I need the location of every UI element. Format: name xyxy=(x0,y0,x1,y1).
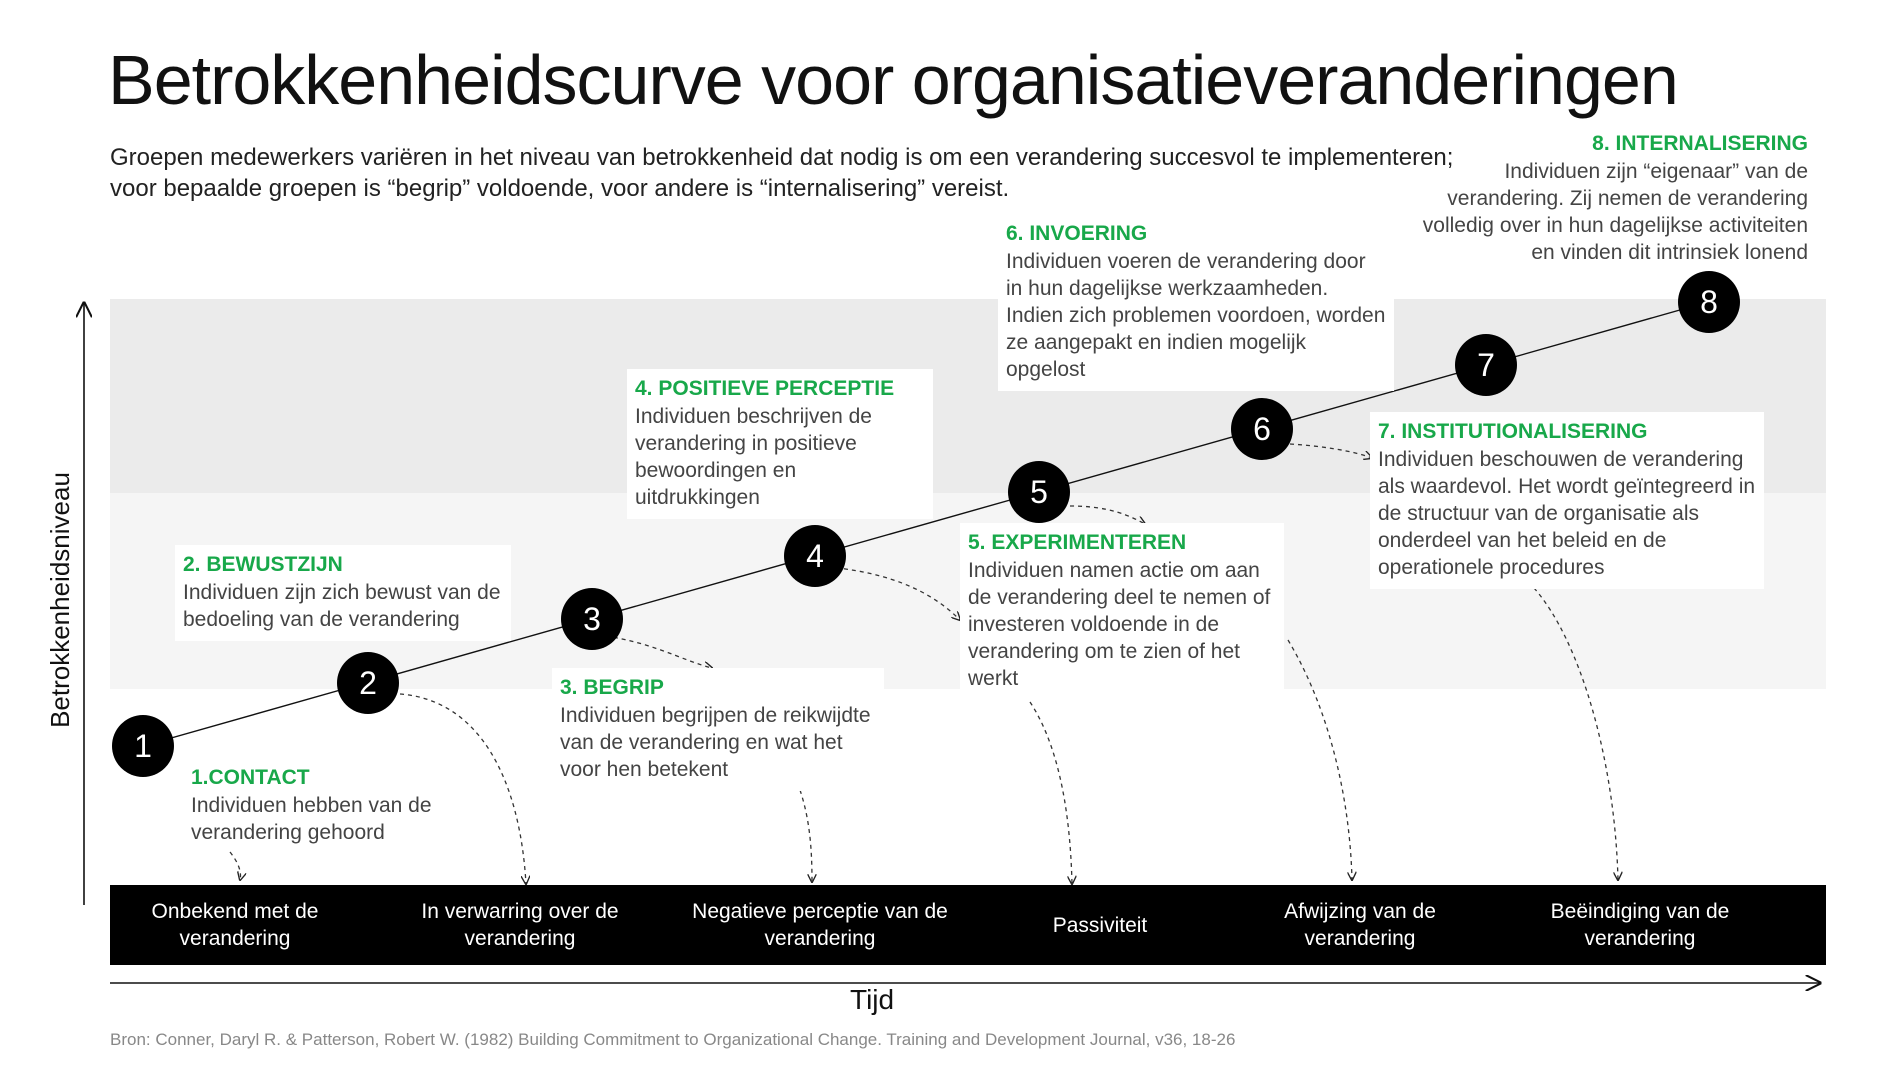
connector-4b xyxy=(1029,701,1072,884)
page-title: Betrokkenheidscurve voor organisatievera… xyxy=(108,41,1679,119)
stage-6-text: Individuen voeren de verandering door in… xyxy=(1006,250,1386,381)
outcome-bar: Onbekend met de verandering In verwarrin… xyxy=(110,885,1826,965)
outcome-6: Beëindiging van de verandering xyxy=(1550,900,1730,950)
stage-node-5: 5 xyxy=(1008,461,1070,523)
outcome-3: Negatieve perceptie van de verandering xyxy=(692,900,948,950)
stage-8-internalisering: 8. INTERNALISERING Individuen zijn “eige… xyxy=(1390,124,1816,274)
outcome-4: Passiviteit xyxy=(1052,913,1148,937)
stage-1-text: Individuen hebben van de verandering geh… xyxy=(191,794,432,844)
outcome-2: In verwarring over de verandering xyxy=(421,900,619,950)
connector-1 xyxy=(229,851,241,880)
commitment-line xyxy=(142,301,1709,747)
stage-4-positieve-perceptie: 4. POSITIEVE PERCEPTIE Individuen beschr… xyxy=(627,369,933,519)
stage-node-4: 4 xyxy=(784,525,846,587)
connector-6 xyxy=(1289,443,1372,458)
stage-4-text: Individuen beschrijven de verandering in… xyxy=(635,405,872,509)
stage-3-heading: 3. BEGRIP xyxy=(560,676,664,699)
stage-1-contact: 1.CONTACT Individuen hebben van de veran… xyxy=(183,758,463,854)
stage-8-text: Individuen zijn “eigenaar” van de verand… xyxy=(1422,160,1808,264)
x-axis-label: Tijd xyxy=(850,984,895,1015)
connector-5b xyxy=(1287,639,1352,880)
stage-7-heading: 7. INSTITUTIONALISERING xyxy=(1378,420,1648,443)
stage-2-bewustzijn: 2. BEWUSTZIJN Individuen zijn zich bewus… xyxy=(175,545,511,641)
stage-2-heading: 2. BEWUSTZIJN xyxy=(183,553,343,576)
outcome-5: Afwijzing van de verandering xyxy=(1284,900,1436,950)
stage-7-text: Individuen beschouwen de verandering als… xyxy=(1378,448,1756,579)
connector-2 xyxy=(399,693,526,884)
stage-4-heading: 4. POSITIEVE PERCEPTIE xyxy=(635,377,895,400)
stage-3-text: Individuen begrijpen de reikwijdte van d… xyxy=(560,704,871,781)
stage-6-heading: 6. INVOERING xyxy=(1006,222,1148,245)
stage-node-6: 6 xyxy=(1231,398,1293,460)
stage-node-3: 3 xyxy=(561,588,623,650)
subtitle: Groepen medewerkers variëren in het nive… xyxy=(110,144,1454,202)
stage-7-institutionalisering: 7. INSTITUTIONALISERING Individuen besch… xyxy=(1370,412,1764,589)
stage-6-invoering: 6. INVOERING Individuen voeren de verand… xyxy=(998,214,1394,391)
stage-8-heading: 8. INTERNALISERING xyxy=(1592,132,1808,155)
outcome-1: Onbekend met de verandering xyxy=(151,900,319,950)
connector-5 xyxy=(1069,505,1145,524)
y-axis-label: Betrokkenheidsniveau xyxy=(45,472,75,728)
stage-3-begrip: 3. BEGRIP Individuen begrijpen de reikwi… xyxy=(552,668,884,791)
stage-node-2: 2 xyxy=(337,652,399,714)
stage-5-heading: 5. EXPERIMENTEREN xyxy=(968,531,1187,554)
connector-7b xyxy=(1533,587,1618,880)
stage-node-1: 1 xyxy=(112,715,174,777)
stage-node-7: 7 xyxy=(1455,334,1517,396)
source-citation: Bron: Conner, Daryl R. & Patterson, Robe… xyxy=(110,1030,1236,1049)
stage-1-heading: 1.CONTACT xyxy=(191,766,310,789)
stage-5-experimenteren: 5. EXPERIMENTEREN Individuen namen actie… xyxy=(960,523,1284,700)
stage-5-text: Individuen namen actie om aan de verande… xyxy=(968,559,1271,690)
connector-3b xyxy=(799,789,812,882)
stage-2-text: Individuen zijn zich bewust van de bedoe… xyxy=(183,581,501,631)
stage-node-8: 8 xyxy=(1678,271,1740,333)
